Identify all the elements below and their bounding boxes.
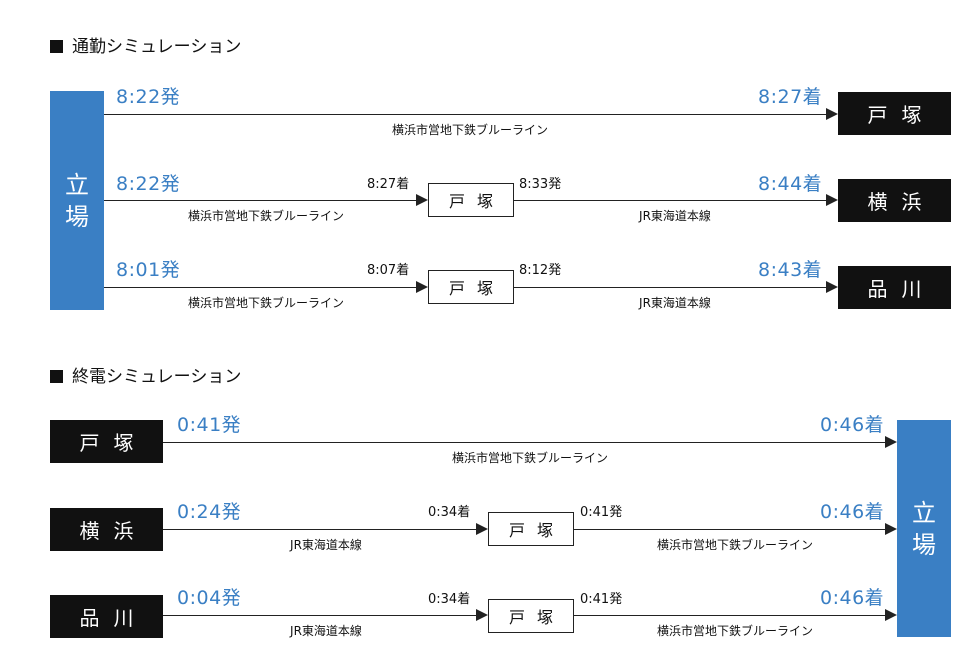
commute-r3-line2-label: JR東海道本線 bbox=[639, 296, 711, 310]
arrow-right-icon bbox=[476, 523, 488, 535]
commute-heading: 通勤シミュレーション bbox=[50, 32, 241, 57]
commute-r1-dest: 戸塚 bbox=[838, 92, 951, 135]
arrow-right-icon bbox=[826, 108, 838, 120]
commute-r2-line2-label: JR東海道本線 bbox=[639, 209, 711, 223]
last-r2-transfer-dep: 0:41発 bbox=[580, 505, 623, 520]
commute-r2-transfer-arr: 8:27着 bbox=[367, 177, 410, 192]
last-r2-line2-label: 横浜市営地下鉄ブルーライン bbox=[656, 538, 814, 552]
last-r3-origin: 品川 bbox=[50, 595, 163, 638]
commute-r2-transfer-dep: 8:33発 bbox=[519, 177, 562, 192]
arrow-right-icon bbox=[885, 436, 897, 448]
square-bullet-icon bbox=[50, 40, 63, 53]
commute-r2-transfer: 戸塚 bbox=[428, 183, 514, 217]
last-r3-arr: 0:46着 bbox=[820, 587, 885, 609]
commute-r2-line1-label: 横浜市営地下鉄ブルーライン bbox=[187, 209, 345, 223]
commute-r3-line2 bbox=[514, 287, 826, 288]
last-train-destination-tachiba: 立 場 bbox=[897, 420, 951, 637]
last-r3-line2-label: 横浜市営地下鉄ブルーライン bbox=[656, 624, 814, 638]
square-bullet-icon bbox=[50, 370, 63, 383]
commute-r2-line2 bbox=[514, 200, 826, 201]
last-r2-arr: 0:46着 bbox=[820, 501, 885, 523]
commute-origin-tachiba: 立 場 bbox=[50, 91, 104, 310]
commute-r3-line1 bbox=[104, 287, 416, 288]
commute-r1-line bbox=[104, 114, 826, 115]
last-r1-arr: 0:46着 bbox=[820, 414, 885, 436]
arrow-right-icon bbox=[476, 609, 488, 621]
last-r2-line1 bbox=[163, 529, 476, 530]
commute-r1-dep: 8:22発 bbox=[116, 86, 181, 108]
last-r2-line2 bbox=[574, 529, 885, 530]
last-r2-transfer: 戸塚 bbox=[488, 512, 574, 546]
last-r2-origin: 横浜 bbox=[50, 508, 163, 551]
last-r3-dep: 0:04発 bbox=[177, 587, 242, 609]
commute-r2-dep: 8:22発 bbox=[116, 173, 181, 195]
last-r1-origin: 戸塚 bbox=[50, 420, 163, 463]
arrow-right-icon bbox=[826, 281, 838, 293]
commute-r1-line-label: 横浜市営地下鉄ブルーライン bbox=[391, 123, 549, 137]
last-r3-line1-label: JR東海道本線 bbox=[290, 624, 362, 638]
commute-r2-dest: 横浜 bbox=[838, 179, 951, 222]
last-r3-line2 bbox=[574, 615, 885, 616]
commute-r3-dep: 8:01発 bbox=[116, 259, 181, 281]
commute-r3-transfer-dep: 8:12発 bbox=[519, 263, 562, 278]
last-r3-transfer-arr: 0:34着 bbox=[428, 592, 471, 607]
commute-r1-arr: 8:27着 bbox=[758, 86, 823, 108]
commute-r2-arr: 8:44着 bbox=[758, 173, 823, 195]
arrow-right-icon bbox=[416, 194, 428, 206]
commute-r3-arr: 8:43着 bbox=[758, 259, 823, 281]
last-r3-transfer-dep: 0:41発 bbox=[580, 592, 623, 607]
last-r2-dep: 0:24発 bbox=[177, 501, 242, 523]
last-r2-transfer-arr: 0:34着 bbox=[428, 505, 471, 520]
last-r3-transfer: 戸塚 bbox=[488, 599, 574, 633]
last-r3-line1 bbox=[163, 615, 476, 616]
commute-r3-transfer: 戸塚 bbox=[428, 270, 514, 304]
arrow-right-icon bbox=[885, 609, 897, 621]
last-r2-line1-label: JR東海道本線 bbox=[290, 538, 362, 552]
arrow-right-icon bbox=[416, 281, 428, 293]
last-r1-line-label: 横浜市営地下鉄ブルーライン bbox=[451, 451, 609, 465]
commute-r2-line1 bbox=[104, 200, 416, 201]
last-r1-line bbox=[163, 442, 885, 443]
commute-r3-line1-label: 横浜市営地下鉄ブルーライン bbox=[187, 296, 345, 310]
commute-r3-dest: 品川 bbox=[838, 266, 951, 309]
last-r1-dep: 0:41発 bbox=[177, 414, 242, 436]
arrow-right-icon bbox=[885, 523, 897, 535]
last-train-heading: 終電シミュレーション bbox=[50, 362, 241, 387]
arrow-right-icon bbox=[826, 194, 838, 206]
commute-r3-transfer-arr: 8:07着 bbox=[367, 263, 410, 278]
